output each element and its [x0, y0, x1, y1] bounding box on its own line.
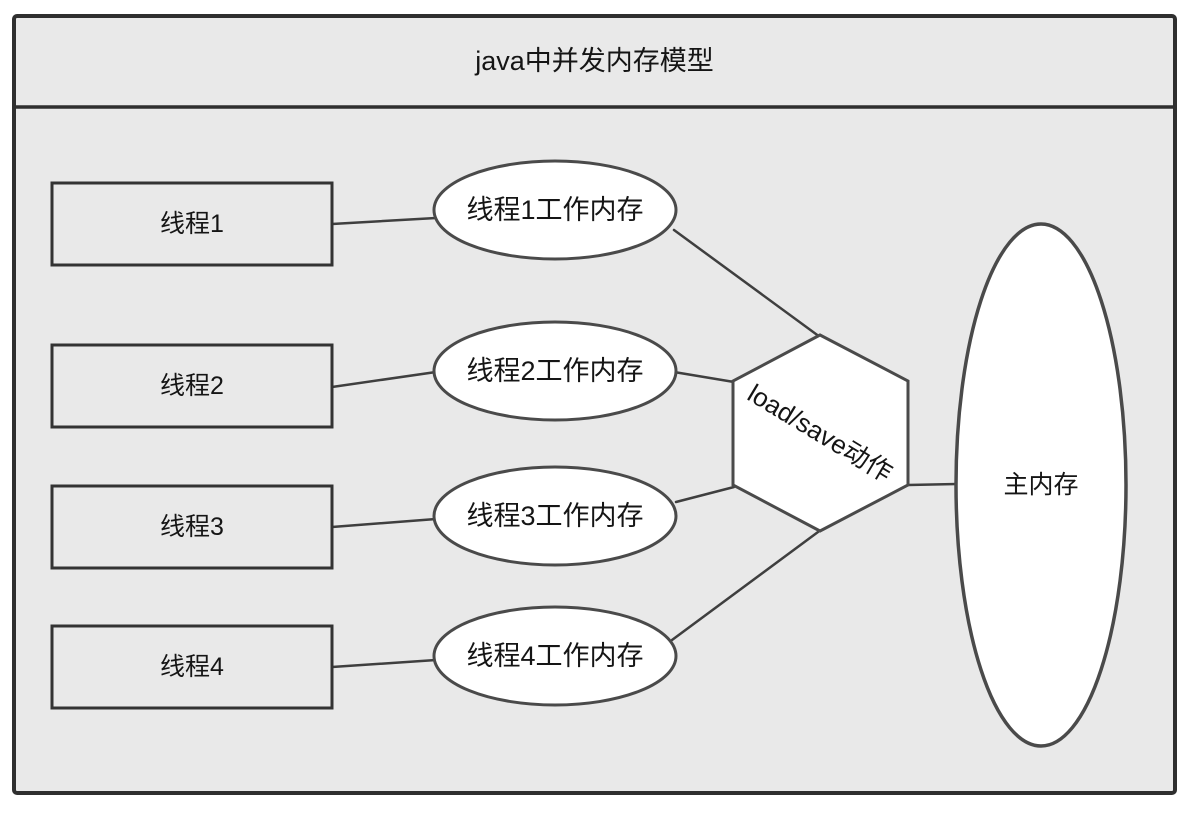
thread1-working-memory-label: 线程1工作内存	[466, 194, 644, 225]
main-memory-label: 主内存	[1003, 470, 1079, 499]
connector-memory4-to-hexagon	[670, 530, 820, 642]
connector-thread1-to-memory1	[330, 216, 438, 226]
thread4-box-label: 线程4	[160, 652, 224, 681]
thread1-working-memory-ellipse	[432, 159, 678, 261]
thread3-box	[50, 484, 334, 570]
thread2-working-memory-ellipse	[432, 320, 678, 422]
thread1-box	[50, 181, 334, 267]
thread3-working-memory-ellipse	[432, 465, 678, 567]
thread4-working-memory-ellipse	[432, 605, 678, 707]
thread1-box-label: 线程1	[160, 209, 224, 238]
connector-memory3-to-hexagon	[674, 485, 736, 504]
thread2-box	[50, 343, 334, 429]
load-save-hexagon	[731, 333, 910, 533]
connector-thread2-to-memory2	[330, 370, 438, 389]
thread3-working-memory-label: 线程3工作内存	[466, 500, 644, 531]
connector-thread4-to-memory4	[330, 658, 438, 669]
thread2-working-memory-label: 线程2工作内存	[466, 355, 644, 386]
connector-hexagon-to-main-memory	[906, 482, 959, 487]
thread4-box	[50, 624, 334, 710]
thread2-box-label: 线程2	[160, 371, 224, 400]
main-memory-ellipse	[954, 222, 1128, 748]
diagram-title: java中并发内存模型	[475, 45, 714, 76]
thread3-box-label: 线程3	[160, 512, 224, 541]
connector-memory2-to-hexagon	[672, 370, 736, 384]
connector-thread3-to-memory3	[330, 517, 438, 529]
thread4-working-memory-label: 线程4工作内存	[466, 640, 644, 671]
connector-memory1-to-hexagon	[672, 228, 822, 339]
